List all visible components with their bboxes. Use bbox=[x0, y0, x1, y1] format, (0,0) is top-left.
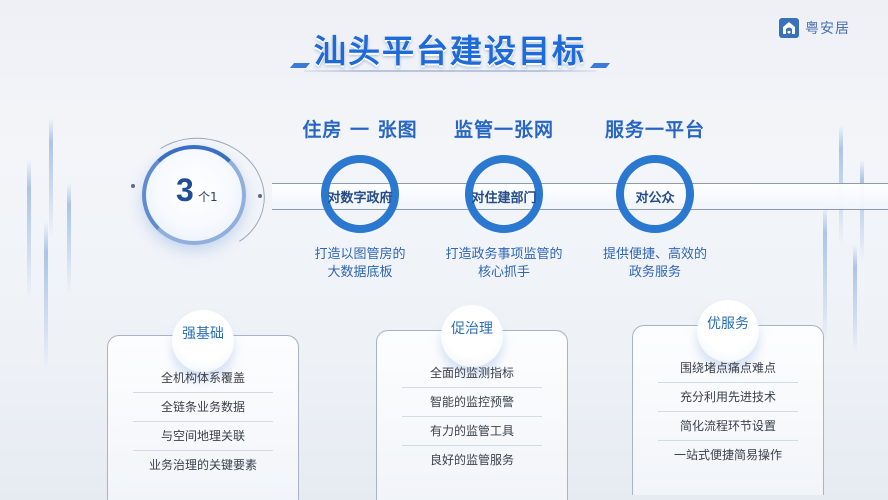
list-item: 与空间地理关联 bbox=[133, 422, 273, 451]
desc-line: 大数据底板 bbox=[327, 265, 393, 280]
decor-bar bbox=[823, 205, 827, 345]
pillar-description: 提供便捷、高效的 政务服务 bbox=[575, 246, 735, 282]
brand-name: 粤安居 bbox=[805, 21, 850, 37]
center-suffix: 个1 bbox=[198, 190, 218, 204]
list-item: 一站式便捷简易操作 bbox=[673, 448, 782, 462]
list-item: 全链条业务数据 bbox=[133, 393, 273, 422]
card-badge bbox=[697, 300, 759, 362]
card-badge bbox=[441, 305, 503, 367]
list-item: 充分利用先进技术 bbox=[658, 383, 798, 412]
title-underline bbox=[304, 70, 596, 72]
list-item: 简化流程环节设置 bbox=[658, 412, 798, 441]
list-item: 全机构体系覆盖 bbox=[133, 364, 273, 393]
list-item: 全面的监测指标 bbox=[402, 359, 542, 388]
card-badge bbox=[172, 310, 234, 372]
decor-bar bbox=[853, 245, 857, 355]
desc-line: 提供便捷、高效的 bbox=[602, 247, 707, 262]
band-line-bottom bbox=[272, 209, 888, 210]
card-governance: 促治理 全面的监测指标 智能的监控预警 有力的监管工具 良好的监管服务 bbox=[376, 305, 568, 500]
card-service: 优服务 围绕堵点痛点难点 充分利用先进技术 简化流程环节设置 一站式便捷简易操作 bbox=[632, 300, 824, 495]
list-item: 围绕堵点痛点难点 bbox=[658, 354, 798, 383]
orbit-dot-right bbox=[258, 194, 262, 198]
center-circle bbox=[142, 145, 246, 245]
card-list: 全面的监测指标 智能的监控预警 有力的监管工具 良好的监管服务 bbox=[377, 359, 567, 475]
ring-label: 对住建部门 bbox=[471, 191, 537, 206]
brand-logo: 粤安居 bbox=[779, 18, 850, 38]
list-item: 有力的监管工具 bbox=[402, 417, 542, 446]
desc-line: 政务服务 bbox=[628, 265, 681, 280]
pillar-heading: 服务一平台 bbox=[604, 119, 705, 141]
desc-line: 打造以图管房的 bbox=[314, 247, 406, 262]
list-item: 良好的监管服务 bbox=[429, 453, 514, 467]
title-banner: 汕头平台建设目标 bbox=[289, 22, 611, 72]
ring-label: 对公众 bbox=[635, 191, 675, 206]
orbit-dot-left bbox=[131, 184, 135, 188]
desc-line: 核心抓手 bbox=[477, 265, 530, 280]
list-item: 智能的监控预警 bbox=[402, 388, 542, 417]
ring-label: 对数字政府 bbox=[327, 191, 393, 206]
pillar-heading: 监管一张网 bbox=[453, 119, 554, 141]
card-title: 促治理 bbox=[451, 321, 493, 337]
pillar-description: 打造以图管房的 大数据底板 bbox=[280, 246, 440, 282]
card-title: 强基础 bbox=[182, 326, 224, 342]
pillar-heading: 住房 一 张图 bbox=[302, 119, 418, 141]
decor-bar bbox=[44, 222, 48, 372]
decor-bar bbox=[49, 118, 53, 238]
card-list: 围绕堵点痛点难点 充分利用先进技术 简化流程环节设置 一站式便捷简易操作 bbox=[633, 354, 823, 470]
desc-line: 打造政务事项监管的 bbox=[445, 247, 563, 262]
decor-bar bbox=[67, 183, 71, 293]
page-title: 汕头平台建设目标 bbox=[313, 32, 586, 70]
decor-bar bbox=[27, 160, 31, 300]
decor-bar bbox=[860, 160, 864, 260]
ring-icon bbox=[465, 155, 543, 233]
pillar-service: 服务一平台 对公众 提供便捷、高效的 政务服务 bbox=[575, 115, 735, 280]
pillar-description: 打造政务事项监管的 核心抓手 bbox=[424, 246, 584, 282]
ring-icon bbox=[321, 155, 399, 233]
band-line-top bbox=[272, 183, 888, 184]
card-list: 全机构体系覆盖 全链条业务数据 与空间地理关联 业务治理的关键要素 bbox=[108, 364, 298, 480]
card-foundation: 强基础 全机构体系覆盖 全链条业务数据 与空间地理关联 业务治理的关键要素 bbox=[107, 310, 299, 500]
center-number: 3 bbox=[176, 172, 194, 208]
house-logo-icon bbox=[779, 18, 799, 38]
pillar-housing: 住房 一 张图 对数字政府 打造以图管房的 大数据底板 bbox=[280, 115, 440, 280]
pillar-supervision: 监管一张网 对住建部门 打造政务事项监管的 核心抓手 bbox=[424, 115, 584, 280]
card-title: 优服务 bbox=[707, 316, 749, 332]
ring-icon bbox=[616, 155, 694, 233]
list-item: 业务治理的关键要素 bbox=[148, 458, 257, 472]
